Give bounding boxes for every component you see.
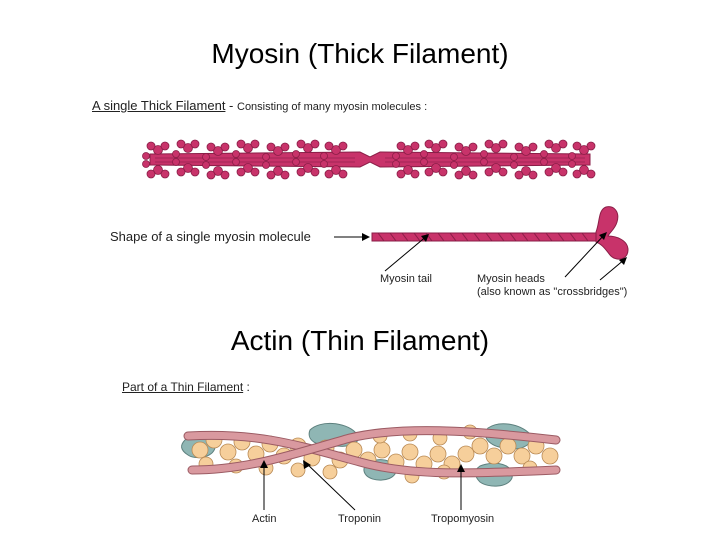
thick-filament-description: Consisting of many myosin molecules : (237, 101, 428, 113)
myosin-tail-label: Myosin tail (380, 273, 432, 285)
tropomyosin-strands (183, 426, 561, 478)
thick-filament-dash: - (225, 98, 237, 113)
myosin-heads-note: (also known as "crossbridges") (477, 286, 628, 298)
myosin-title: Myosin (Thick Filament) (211, 38, 509, 69)
actin-label: Actin (252, 513, 277, 525)
thin-filament (181, 423, 561, 487)
thin-filament-colon: : (243, 380, 250, 394)
myosin-heads-label: Myosin heads (477, 273, 545, 285)
thick-filament-heading: A single Thick Filament (92, 98, 226, 113)
tropomyosin-label: Tropomyosin (431, 513, 495, 525)
thick-filament-caption: A single Thick Filament - Consisting of … (92, 98, 427, 113)
thick-filament (142, 139, 596, 180)
thin-filament-caption: Part of a Thin Filament : (122, 380, 250, 394)
myosin-pointer-lines (334, 233, 626, 281)
actin-title: Actin (Thin Filament) (230, 325, 490, 356)
myosin-arrowheads (362, 232, 627, 265)
molecule-label: Shape of a single myosin molecule (110, 229, 311, 244)
actin-arrowheads (260, 460, 465, 472)
troponin-label: Troponin (338, 513, 382, 525)
thin-filament-heading: Part of a Thin Filament (122, 380, 244, 394)
actin-pointer-lines (263, 461, 462, 511)
